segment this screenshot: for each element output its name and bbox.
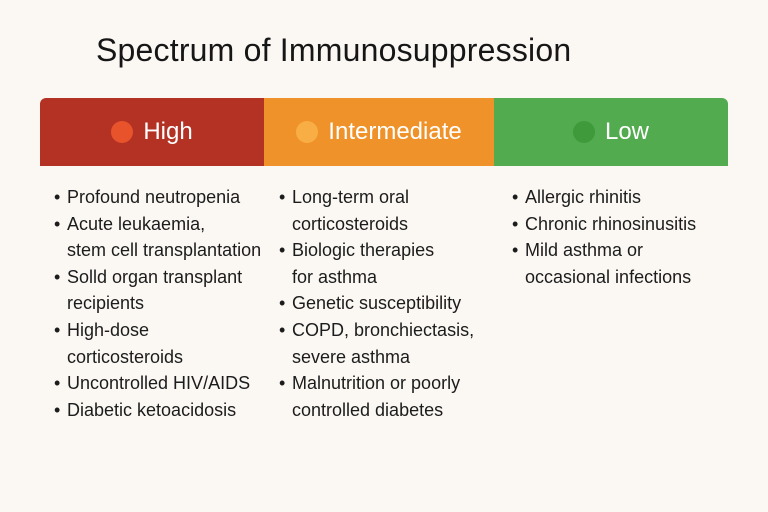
bullet-icon: • xyxy=(54,213,61,234)
header-intermediate: Intermediate xyxy=(264,98,494,166)
severity-header-bar: High Intermediate Low xyxy=(40,98,728,166)
list-item-text: Acute leukaemia, xyxy=(67,213,206,234)
intermediate-dot-icon xyxy=(296,121,319,143)
list-item: • Allergic rhinitis xyxy=(512,184,696,211)
bullet-icon: • xyxy=(54,373,61,394)
list-item: • COPD, bronchiectasis, severe asthma xyxy=(279,317,474,370)
list-item-text: Diabetic ketoacidosis xyxy=(67,399,237,420)
header-intermediate-label: Intermediate xyxy=(328,118,462,145)
list-item-text: Allergic rhinitis xyxy=(525,187,642,207)
list-item: • Acute leukaemia, stem cell transplantati… xyxy=(54,211,261,264)
list-item-text: Solld organ transplant xyxy=(67,266,243,287)
bullet-icon: • xyxy=(54,266,61,287)
list-item-text: stem cell transplantation xyxy=(67,240,262,261)
list-item: • Diabetic ketoacidosis xyxy=(54,397,261,424)
bullet-icon: • xyxy=(54,399,61,420)
header-low-label: Low xyxy=(604,118,650,145)
list-item-text: occasional infections xyxy=(525,266,692,287)
list-item: • Malnutrition or poorly controlled diabet… xyxy=(279,370,474,423)
list-item-text: Uncontrolled HIV/AIDS xyxy=(67,373,251,394)
header-low: Low xyxy=(494,98,728,166)
list-item: • Genetic susceptibility xyxy=(279,290,474,317)
header-high: High xyxy=(40,98,264,166)
list-item-text: corticosteroids xyxy=(292,213,409,234)
list-item-text: for asthma xyxy=(292,266,378,287)
bullet-icon: • xyxy=(512,213,519,234)
list-item: • Profound neutropenia xyxy=(54,184,261,211)
header-high-label: High xyxy=(143,118,193,145)
bullet-icon: • xyxy=(279,187,286,207)
low-list: • Allergic rhinitis • Chronic rhinosinusiti… xyxy=(512,184,696,290)
list-item-text: Genetic susceptibility xyxy=(292,293,462,314)
list-item-text: COPD, bronchiectasis, xyxy=(292,319,475,340)
list-item: • Uncontrolled HIV/AIDS xyxy=(54,370,261,397)
list-item-text: corticosteroids xyxy=(67,346,184,367)
bullet-icon: • xyxy=(279,373,286,394)
list-item-text: Long-term oral xyxy=(292,187,410,207)
list-item-text: controlled diabetes xyxy=(292,399,444,420)
page-title: Spectrum of Immunosuppression xyxy=(96,32,572,68)
bullet-icon: • xyxy=(512,187,519,207)
high-dot-icon xyxy=(111,121,134,143)
list-item: • Biologic therapies for asthma xyxy=(279,237,474,290)
list-item-text: Biologic therapies xyxy=(292,240,435,261)
list-item: • Solld organ transplant recipients xyxy=(54,264,261,317)
list-item: • Long-term oral corticosteroids xyxy=(279,184,474,237)
list-item: • Chronic rhinosinusitis xyxy=(512,211,696,238)
bullet-icon: • xyxy=(279,240,286,261)
bullet-icon: • xyxy=(512,240,519,261)
bullet-icon: • xyxy=(279,293,286,314)
list-item-text: High-dose xyxy=(67,319,150,340)
list-item-text: Malnutrition or poorly xyxy=(292,373,461,394)
bullet-icon: • xyxy=(279,319,286,340)
low-dot-icon xyxy=(572,121,595,143)
list-item-text: Mild asthma or xyxy=(525,240,644,261)
bullet-icon: • xyxy=(54,187,61,207)
high-list: • Profound neutropenia • Acute leukaemia, st… xyxy=(54,184,261,423)
list-item: • Mild asthma or occasional infections xyxy=(512,237,696,290)
list-item-text: Profound neutropenia xyxy=(67,187,241,207)
list-item-text: recipients xyxy=(67,293,145,314)
list-item-text: Chronic rhinosinusitis xyxy=(525,213,697,234)
intermediate-list: • Long-term oral corticosteroids • Biologic … xyxy=(279,184,474,423)
list-item-text: severe asthma xyxy=(292,346,411,367)
list-item: • High-dose corticosteroids xyxy=(54,317,261,370)
bullet-icon: • xyxy=(54,319,61,340)
